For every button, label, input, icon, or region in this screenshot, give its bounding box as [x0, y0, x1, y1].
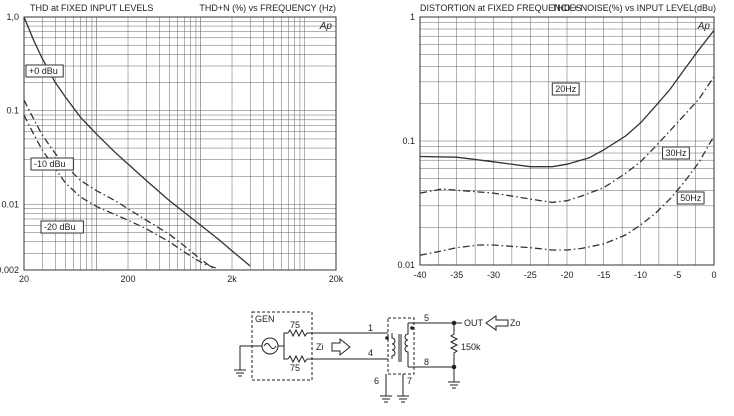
ground-icon: [448, 381, 460, 389]
pin-6-label: 6: [374, 376, 379, 386]
secondary-coil: [404, 323, 409, 367]
plot-frame: [419, 16, 715, 266]
polarity-dot: [385, 336, 389, 340]
series-label: 30Hz: [666, 148, 688, 158]
out-label: OUT: [464, 318, 484, 328]
series-line: [23, 99, 213, 269]
plot-frame: [23, 16, 337, 271]
series-label: -20 dBu: [44, 222, 76, 232]
wire: [278, 332, 288, 347]
y-tick-label: 1: [410, 12, 415, 22]
ap-watermark: Ap: [319, 21, 333, 32]
x-tick-label: 200: [120, 274, 135, 284]
chart-subtitle: THD+N (%) vs FREQUENCY (Hz): [199, 3, 336, 13]
plot-grid: [24, 17, 336, 270]
pin-5-label: 5: [424, 313, 429, 323]
tick-labels: 20 200 2k 20k 1,0 0.1 0.01 0.002: [0, 12, 344, 284]
ground-icon: [234, 369, 246, 377]
transformer-box: [387, 317, 415, 375]
series-label: +0 dBu: [29, 66, 58, 76]
series-label-box: [40, 220, 84, 234]
x-tick-label: -5: [673, 270, 681, 280]
series-label: 50Hz: [680, 193, 702, 203]
generator-label: GEN: [255, 314, 275, 324]
pin-7-label: 7: [407, 376, 412, 386]
y-tick-label: 0.002: [0, 265, 19, 275]
sine-wave-icon: [263, 343, 277, 349]
pin-4-label: 4: [368, 348, 373, 358]
series-label: -10 dBu: [34, 159, 66, 169]
y-tick-label: 0.01: [397, 260, 415, 270]
series-label-box: [662, 146, 690, 160]
zi-label: Zi: [316, 342, 324, 352]
y-tick-label: 0.1: [6, 106, 19, 116]
series-labels: +0 dBu -10 dBu -20 dBu: [25, 64, 84, 234]
series-line: [419, 29, 715, 168]
wire: [283, 346, 288, 360]
x-tick-label: -25: [524, 270, 537, 280]
pin-8-label: 8: [424, 357, 429, 367]
series-label: 20Hz: [555, 84, 577, 94]
series-line: [23, 114, 217, 269]
ground-icon: [397, 395, 409, 403]
x-tick-label: 20k: [329, 274, 344, 284]
resistor-top-label: 75: [290, 320, 300, 330]
zo-arrow-icon: [485, 315, 509, 331]
plot-grid: [420, 17, 714, 265]
primary-coil: [391, 333, 396, 359]
zi-arrow-icon: [331, 337, 351, 357]
chart-title: THD at FIXED INPUT LEVELS: [30, 3, 153, 13]
test-circuit-schematic: GEN 75 75 Zi 1 4: [234, 311, 521, 403]
tick-labels: -40 -35 -30 -25 -20 -15 -10 -5 0 1 0.1 0.01: [397, 12, 716, 280]
x-tick-label: 0: [711, 270, 716, 280]
chart-subtitle: THD + NOISE(%) vs INPUT LEVEL(dBu): [552, 3, 716, 13]
ap-watermark: Ap: [697, 21, 711, 32]
thd-vs-frequency-chart: THD at FIXED INPUT LEVELS THD+N (%) vs F…: [0, 3, 344, 284]
y-tick-label: 0.1: [402, 136, 415, 146]
x-tick-label: -10: [634, 270, 647, 280]
x-tick-label: -15: [597, 270, 610, 280]
chart-title: DISTORTION at FIXED FREQUENCIES: [420, 3, 582, 13]
series-label-box: [676, 191, 705, 205]
x-tick-label: 2k: [227, 274, 237, 284]
x-tick-label: 20: [19, 274, 29, 284]
ground-icon: [380, 395, 392, 403]
x-tick-label: -35: [450, 270, 463, 280]
series-labels: 20Hz 30Hz 50Hz: [551, 82, 705, 205]
series-label-box: [30, 157, 74, 171]
x-tick-label: -30: [487, 270, 500, 280]
zo-label: Zo: [510, 318, 521, 328]
source-ground-wire: [239, 345, 262, 370]
series-label-box: [551, 82, 580, 96]
polarity-dot: [410, 326, 414, 330]
load-resistor: [449, 323, 459, 367]
series-line: [419, 135, 715, 256]
y-tick-label: 1,0: [6, 12, 19, 22]
x-tick-label: -40: [413, 270, 426, 280]
series-label-box: [25, 64, 64, 78]
resistor-top: [287, 328, 308, 338]
resistor-bottom: [287, 354, 308, 364]
y-tick-label: 0.01: [1, 199, 19, 209]
load-resistor-label: 150k: [461, 342, 481, 352]
transformer-core: [398, 334, 402, 362]
series-line: [419, 76, 715, 204]
pin-1-label: 1: [368, 323, 373, 333]
thd-vs-level-chart: DISTORTION at FIXED FREQUENCIES THD + NO…: [397, 3, 716, 280]
series-group: [419, 29, 715, 256]
x-tick-label: -20: [560, 270, 573, 280]
resistor-bottom-label: 75: [290, 363, 300, 373]
